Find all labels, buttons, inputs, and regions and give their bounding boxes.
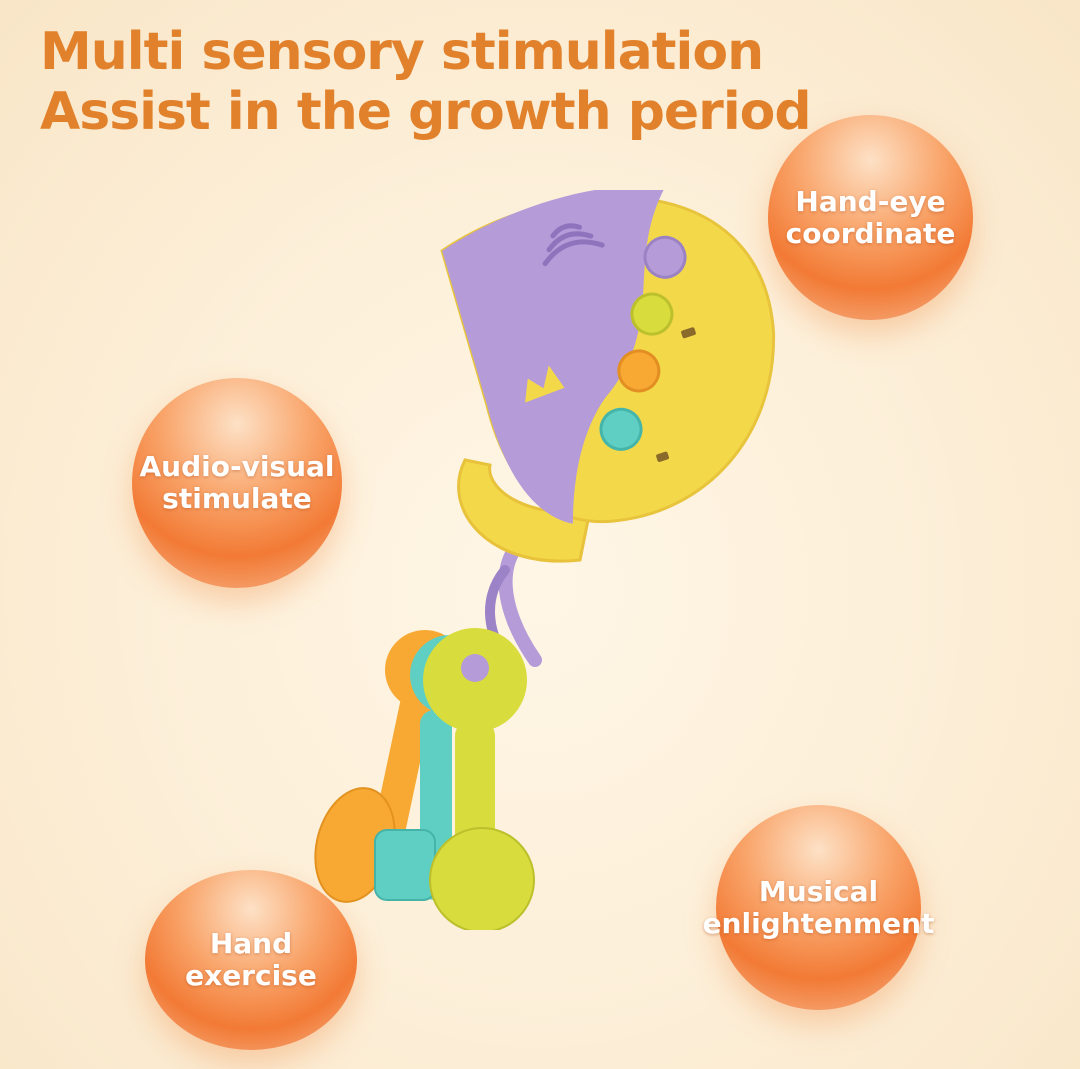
bubble-label: Musical enlightenment [702,874,935,940]
bubble-audio-visual: Audio-visual stimulate [132,378,342,588]
crown-icon [525,365,565,403]
bubble-label: Hand exercise [185,927,317,992]
bubble-musical: Musical enlightenment [703,805,934,1010]
headline-line-1: Multi sensory stimulation [40,22,764,82]
car-icon [681,327,696,339]
lavender-button [643,235,687,279]
carabiner-loop [457,458,592,563]
bubble-label: Audio-visual stimulate [139,450,335,515]
orange-button [617,349,661,393]
bubble-hand-eye: Hand-eye coordinate [768,115,973,320]
teal-button [599,407,643,451]
lime-button [630,292,674,336]
sound-icon [656,451,669,462]
bubble-label: Hand-eye coordinate [785,184,956,250]
headline: Multi sensory stimulation Assist in the … [40,22,812,142]
bubble-hand-exercise: Hand exercise [145,870,357,1050]
headline-line-2: Assist in the growth period [40,82,812,142]
speaker-grille-icon [542,223,605,267]
key-lime [423,628,535,930]
remote-body [440,190,776,524]
toy-illustration [314,190,776,930]
